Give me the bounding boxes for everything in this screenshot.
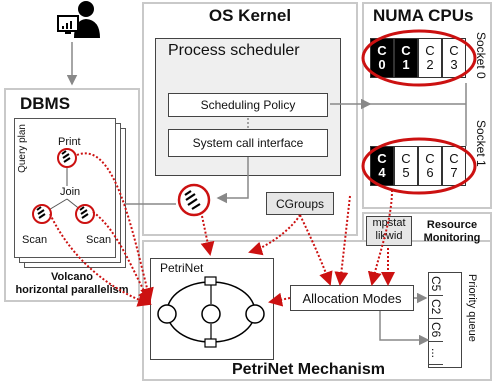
priority-queue-row: C2: [429, 296, 443, 319]
priority-queue-row: ...: [429, 342, 443, 365]
thread-pool-icon: [177, 183, 211, 217]
priority-queue-box: [428, 272, 462, 368]
scan-left-operator-label: Scan: [22, 234, 48, 246]
priority-queue-row: C5: [429, 273, 443, 296]
petrinet-box: [150, 258, 274, 360]
petrinet-label: PetriNet: [160, 261, 204, 275]
print-operator-label: Print: [58, 136, 81, 148]
user-icon: [56, 0, 102, 40]
dbms-caption-line1: Volcano: [51, 271, 93, 283]
monitoring-tools-box: mpstat likwid: [366, 216, 412, 246]
scheduling-policy-box: Scheduling Policy: [168, 93, 328, 117]
allocation-modes-box: Allocation Modes: [290, 285, 414, 311]
join-thread-icon: [75, 204, 95, 224]
priority-queue-row: C6: [429, 319, 443, 342]
resource-monitoring-label: Resource Monitoring: [423, 219, 481, 244]
dbms-title: DBMS: [20, 94, 71, 113]
cgroups-box: CGroups: [266, 192, 334, 215]
likwid-label: likwid: [375, 230, 403, 242]
os-kernel-title: OS Kernel: [208, 6, 292, 25]
join-operator-label: Join: [60, 186, 81, 198]
socket0-label: Socket 0: [474, 32, 488, 79]
query-plan-sheets: [14, 118, 126, 268]
scan-right-operator-label: Scan: [86, 234, 112, 246]
numa-cpus-title: NUMA CPUs: [373, 6, 474, 25]
dbms-caption-line2: horizontal parallelism: [15, 284, 129, 296]
petrinet-mechanism-title: PetriNet Mechanism: [232, 361, 385, 378]
print-thread-icon: [57, 148, 77, 168]
scan-thread-icon: [32, 204, 52, 224]
process-scheduler-label: Process scheduler: [168, 42, 300, 59]
priority-queue-label: Priority queue: [466, 274, 478, 342]
system-call-interface-box: System call interface: [168, 129, 328, 157]
petrinet-graph: [157, 276, 265, 348]
socket1-label: Socket 1: [474, 120, 488, 167]
